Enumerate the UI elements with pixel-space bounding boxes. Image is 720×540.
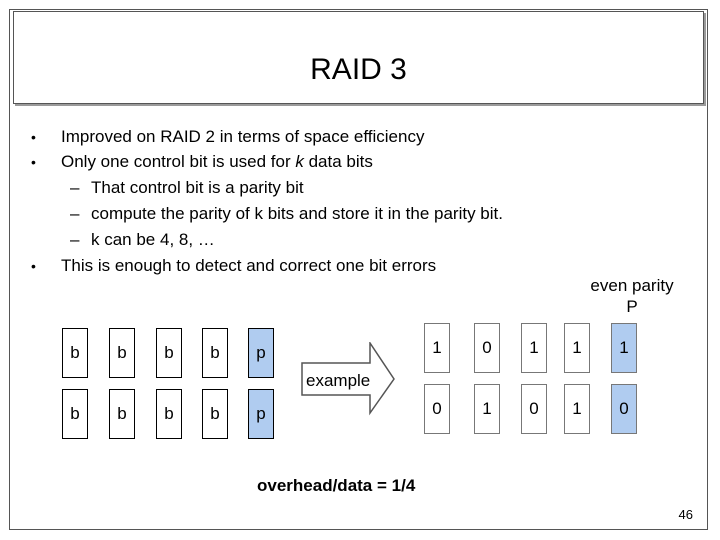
sub-bullet-item: That control bit is a parity bit bbox=[91, 178, 304, 197]
sub-bullet-item: compute the parity of k bits and store i… bbox=[91, 204, 503, 223]
example-bit-cell: 1 bbox=[474, 384, 500, 434]
bullet-marker: • bbox=[31, 129, 36, 145]
data-bit-cell: b bbox=[156, 389, 182, 439]
example-bit-cell: 0 bbox=[424, 384, 450, 434]
example-bit-cell: 1 bbox=[564, 323, 590, 373]
sub-bullet-marker: – bbox=[70, 204, 80, 223]
parity-label: even parity P bbox=[576, 276, 688, 317]
example-bit-cell: 1 bbox=[424, 323, 450, 373]
example-parity-cell: 1 bbox=[611, 323, 637, 373]
overhead-ratio: overhead/data = 1/4 bbox=[257, 476, 416, 495]
example-bit-cell: 0 bbox=[521, 384, 547, 434]
slide-frame bbox=[9, 9, 708, 530]
data-bit-cell: b bbox=[62, 389, 88, 439]
parity-label-line2: P bbox=[626, 297, 638, 316]
data-bit-cell: b bbox=[62, 328, 88, 378]
data-bit-cell: b bbox=[109, 389, 135, 439]
arrow-label: example bbox=[306, 371, 371, 390]
sub-bullet-item: k can be 4, 8, … bbox=[91, 230, 215, 249]
example-bit-cell: 1 bbox=[564, 384, 590, 434]
arrow-right-icon bbox=[301, 342, 395, 416]
bullet-item: Only one control bit is used for k data … bbox=[61, 152, 373, 171]
example-parity-cell: 0 bbox=[611, 384, 637, 434]
parity-label-line1: even parity bbox=[590, 276, 674, 295]
bullet-marker: • bbox=[31, 258, 36, 274]
parity-bit-cell: p bbox=[248, 389, 274, 439]
example-bit-cell: 0 bbox=[474, 323, 500, 373]
data-bit-cell: b bbox=[156, 328, 182, 378]
bullet-marker: • bbox=[31, 154, 36, 170]
page-number: 46 bbox=[678, 507, 693, 522]
data-bit-cell: b bbox=[202, 389, 228, 439]
bullet-item: This is enough to detect and correct one… bbox=[61, 256, 437, 275]
data-bit-cell: b bbox=[202, 328, 228, 378]
bullet-item: Improved on RAID 2 in terms of space eff… bbox=[61, 127, 425, 146]
sub-bullet-marker: – bbox=[70, 230, 80, 249]
example-bit-cell: 1 bbox=[521, 323, 547, 373]
data-bit-cell: b bbox=[109, 328, 135, 378]
sub-bullet-marker: – bbox=[70, 178, 80, 197]
parity-bit-cell: p bbox=[248, 328, 274, 378]
slide-title: RAID 3 bbox=[310, 53, 407, 86]
title-box: RAID 3 bbox=[13, 11, 704, 104]
